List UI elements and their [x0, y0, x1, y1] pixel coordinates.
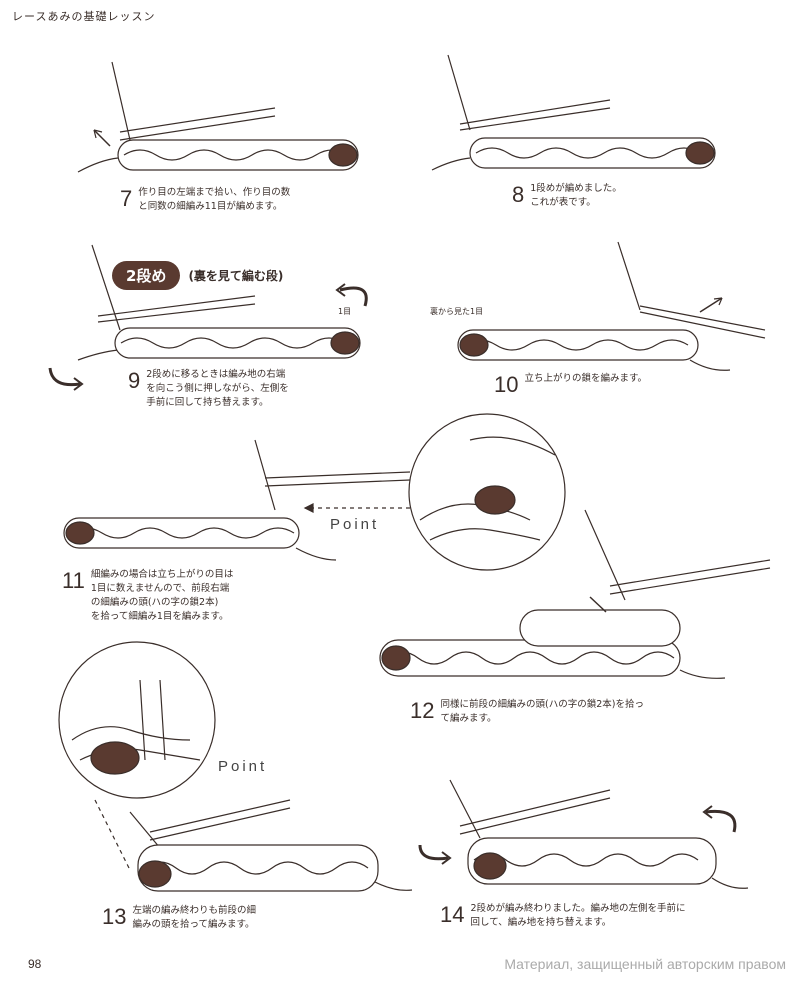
step-number: 8 [512, 182, 525, 207]
step-number: 13 [102, 904, 127, 929]
step-caption: 2段めが編み終わりました。編み地の左側を手前に 回して、編み地を持ち替えます。 [470, 903, 686, 928]
step-number: 11 [62, 568, 85, 593]
label-1me: 1目 [338, 307, 352, 316]
step-number: 9 [128, 368, 141, 393]
step-caption: 立ち上がりの鎖を編みます。 [524, 373, 648, 384]
step-number: 14 [440, 902, 465, 927]
step-10: 10 立ち上がりの鎖を編みます。 [494, 372, 647, 398]
step-number: 12 [410, 698, 435, 723]
step-caption: 作り目の左端まで拾い、作り目の数 と同数の細編み11目が編めます。 [138, 187, 291, 212]
step-caption: 同様に前段の細編みの頭(ハの字の鎖2本)を拾っ て編みます。 [440, 699, 644, 724]
step-caption: 左端の編み終わりも前段の細 編みの頭を拾って編みます。 [132, 905, 256, 930]
step-caption: 2段めに移るときは編み地の右端 を向こう側に押しながら、左側を 手前に回して持ち… [146, 369, 289, 408]
point-label-2: Point [218, 758, 268, 775]
page-header: レースあみの基礎レッスン [12, 10, 156, 23]
watermark: Материал, защищенный авторским правом [504, 956, 786, 972]
step-number: 7 [120, 186, 133, 211]
row-heading: 2段め (裏を見て編む段) [112, 261, 283, 290]
step-caption: 細編みの場合は立ち上がりの目は 1目に数えませんので、前段右端 の細編みの頭(ハ… [90, 569, 234, 622]
step-caption: 1段めが編めました。 これが表です。 [530, 183, 622, 208]
label-back: 裏から見た1目 [430, 307, 484, 316]
step-number: 10 [494, 372, 519, 397]
row-heading-sub: (裏を見て編む段) [188, 269, 284, 283]
page-number: 98 [28, 957, 42, 971]
row-heading-pill: 2段め [112, 261, 181, 290]
point-label-1: Point [330, 516, 380, 533]
